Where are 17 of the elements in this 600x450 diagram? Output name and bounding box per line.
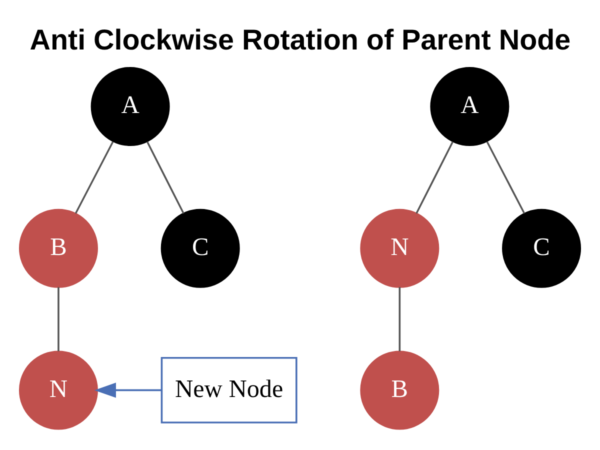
- connector: [146, 141, 184, 214]
- connector: [416, 141, 454, 214]
- node-circle: N: [18, 350, 98, 430]
- node-circle: A: [430, 66, 510, 146]
- connector: [486, 141, 526, 214]
- node-circle: B: [360, 350, 440, 430]
- connector: [58, 287, 60, 352]
- node-circle: C: [160, 208, 240, 288]
- node-circle: C: [502, 208, 582, 288]
- node-circle: N: [360, 208, 440, 288]
- connector: [398, 287, 401, 352]
- node-circle: B: [18, 208, 98, 288]
- node-circle: A: [90, 66, 170, 146]
- connector: [74, 141, 114, 214]
- diagram-title: Anti Clockwise Rotation of Parent Node: [30, 24, 571, 57]
- arrow: [94, 382, 162, 398]
- node-box: New Node: [160, 356, 298, 424]
